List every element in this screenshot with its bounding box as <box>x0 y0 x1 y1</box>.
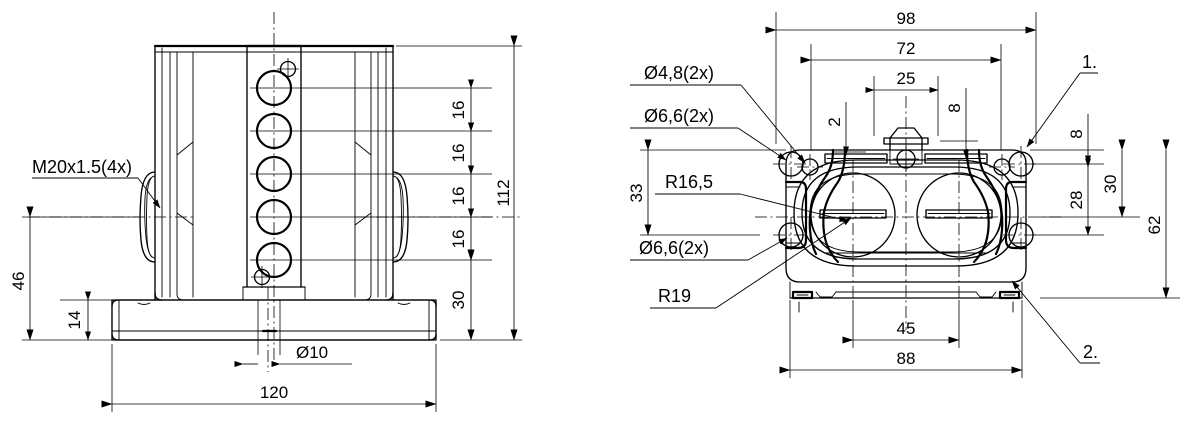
dim-diameter-10: Ø10 <box>234 343 352 367</box>
bore-left <box>810 160 896 300</box>
note-item-2-label: 2. <box>1083 342 1098 362</box>
dim-62: 62 <box>1040 139 1180 299</box>
dim-2: 2 <box>825 102 866 156</box>
dim-value-88: 88 <box>897 349 916 368</box>
small-hole-left <box>797 154 823 180</box>
dim-value-62: 62 <box>1145 216 1164 235</box>
dim-value-33: 33 <box>627 184 646 203</box>
column-left <box>154 45 248 301</box>
note-hole-66-bottom-label: Ø6,6(2x) <box>639 238 709 258</box>
hole-crosshairs <box>250 87 298 261</box>
dim-88: 88 <box>779 300 1023 378</box>
corner-hole-top-left <box>773 146 809 182</box>
small-locating-holes <box>251 58 299 288</box>
note-radius-19-label: R19 <box>658 286 691 306</box>
note-thread-m20: M20x1.5(4x) <box>32 157 161 209</box>
note-hole-66-top-label: Ø6,6(2x) <box>644 106 714 126</box>
note-item-2: 2. <box>1011 280 1100 364</box>
base-plate <box>111 299 437 341</box>
threaded-boss-left <box>139 171 156 263</box>
dim-28: 28 <box>1033 155 1104 236</box>
dim-value-46: 46 <box>9 272 28 291</box>
note-hole-48-label: Ø4,8(2x) <box>644 63 714 83</box>
dim-value-120: 120 <box>260 383 288 402</box>
dim-value-8-right: 8 <box>1067 129 1086 138</box>
dim-8-right: 8 <box>1030 114 1104 168</box>
dim-value-72: 72 <box>897 39 916 58</box>
dim-value-98: 98 <box>897 9 916 28</box>
dim-value-2: 2 <box>825 117 844 126</box>
note-hole-66-top: Ø6,6(2x) <box>630 106 787 161</box>
note-radius-19: R19 <box>650 217 852 309</box>
note-radius-165: R16,5 <box>655 172 849 222</box>
dim-stack-pitch: 16 16 16 16 30 <box>298 79 492 341</box>
dim-45: 45 <box>842 300 960 348</box>
dim-value-14: 14 <box>65 311 84 330</box>
bore-right <box>916 160 1002 300</box>
note-item-1: 1. <box>1026 52 1098 148</box>
dim-value-45: 45 <box>897 319 916 338</box>
top-rail-detail <box>824 127 988 172</box>
dim-98: 98 <box>765 9 1037 144</box>
dim-value-25: 25 <box>897 69 916 88</box>
dim-value-30-right: 30 <box>1101 175 1120 194</box>
dim-value-8-top: 8 <box>945 103 964 112</box>
dim-46: 46 <box>9 206 139 341</box>
front-elevation-view: 112 16 16 16 16 30 46 <box>9 12 522 412</box>
top-plan-view: 98 72 25 2 8 <box>627 9 1180 378</box>
dim-30-right: 30 <box>1040 139 1140 218</box>
dim-value-pitch-4: 16 <box>449 230 468 249</box>
column-right <box>300 45 394 301</box>
dim-value-pitch-2: 16 <box>449 144 468 163</box>
dim-value-28: 28 <box>1067 191 1086 210</box>
dim-120: 120 <box>101 344 437 412</box>
dim-value-pitch-3: 16 <box>449 187 468 206</box>
dim-value-112: 112 <box>494 179 513 206</box>
bottom-flange <box>789 281 1023 313</box>
corner-hole-bottom-left <box>773 217 809 253</box>
note-item-1-label: 1. <box>1082 52 1097 72</box>
dim-14: 14 <box>60 291 112 341</box>
dim-8-top: 8 <box>940 88 978 159</box>
dim-33: 33 <box>627 139 786 236</box>
threaded-boss-right <box>392 171 409 263</box>
dim-112: 112 <box>396 35 522 341</box>
small-hole-right <box>989 154 1015 180</box>
note-hole-48: Ø4,8(2x) <box>630 63 806 164</box>
dim-value-pitch-1: 16 <box>449 101 468 120</box>
note-hole-66-bottom: Ø6,6(2x) <box>630 237 788 261</box>
dim-25: 25 <box>865 69 939 136</box>
note-thread-label: M20x1.5(4x) <box>32 157 132 177</box>
dim-value-30: 30 <box>449 291 468 310</box>
hole-column <box>250 58 299 288</box>
dim-value-diameter-10: Ø10 <box>296 343 328 362</box>
dim-72: 72 <box>800 39 1002 150</box>
note-radius-165-label: R16,5 <box>665 172 713 192</box>
